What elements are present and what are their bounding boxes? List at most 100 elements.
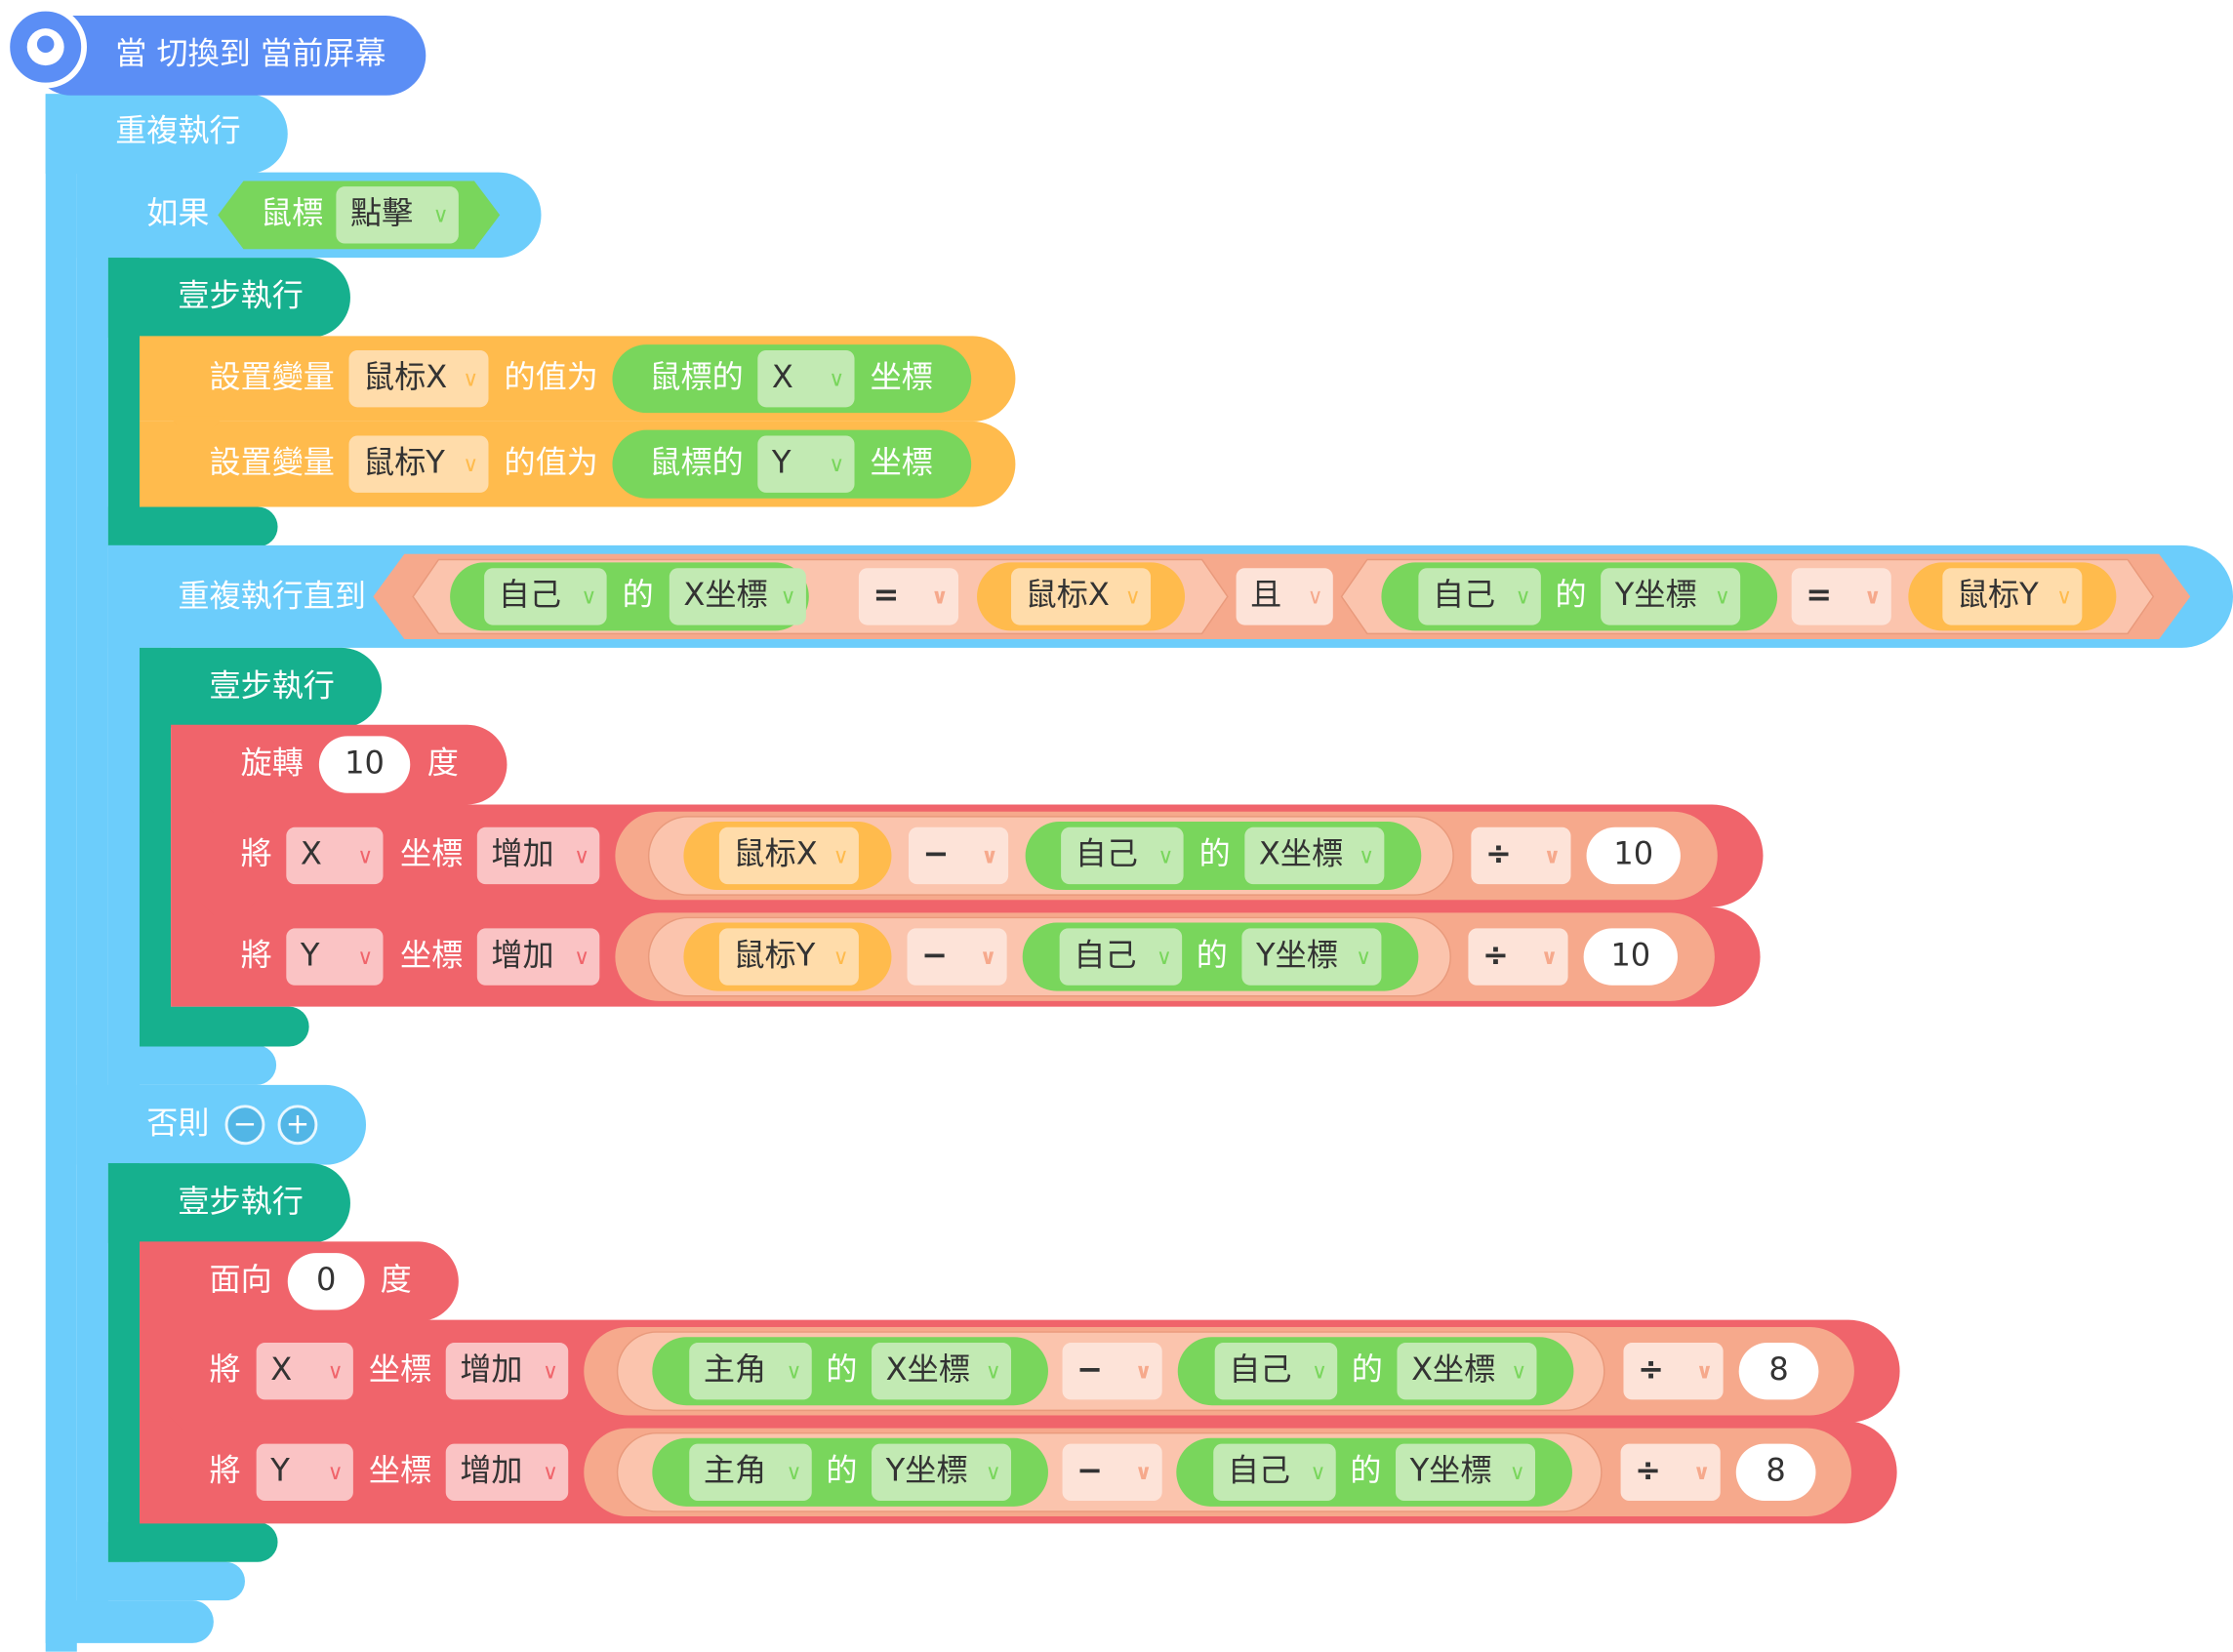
- operator-dropdown[interactable]: −∨: [1062, 1343, 1162, 1400]
- atomic2-top[interactable]: [140, 647, 383, 728]
- chevron-down-icon: ∨: [832, 842, 849, 869]
- variable-dropdown[interactable]: 鼠标X∨: [718, 826, 859, 885]
- operator-dropdown[interactable]: −∨: [908, 826, 1009, 885]
- axis-dropdown[interactable]: Y∨: [757, 435, 855, 493]
- target-dropdown[interactable]: 自己∨: [484, 568, 607, 625]
- axis-dropdown[interactable]: Y∨: [256, 1443, 353, 1501]
- atomic1-label: 壹步執行: [178, 279, 304, 315]
- if-c-arm: [76, 172, 108, 1602]
- degrees-input[interactable]: 10: [318, 736, 411, 793]
- chevron-down-icon: ∨: [542, 1358, 559, 1385]
- of-label: 的: [1350, 1453, 1382, 1490]
- mouse-event-value: 點擊: [349, 196, 414, 232]
- chevron-down-icon: ∨: [1692, 1459, 1711, 1485]
- operator-dropdown[interactable]: =∨: [858, 568, 959, 625]
- degrees-unit-label: 度: [380, 1263, 412, 1299]
- attribute-dropdown[interactable]: Y坐標∨: [1396, 1443, 1536, 1501]
- chevron-down-icon: ∨: [1509, 1459, 1525, 1485]
- hat-icon: [26, 28, 64, 66]
- change-mode-dropdown[interactable]: 增加∨: [445, 1343, 569, 1400]
- variable-dropdown[interactable]: 鼠标Y∨: [1942, 568, 2083, 625]
- atomic1-top[interactable]: [107, 258, 350, 338]
- repeat-until-bottom: [107, 1045, 277, 1085]
- chevron-down-icon: ∨: [1511, 1358, 1527, 1385]
- attribute-dropdown[interactable]: X坐標∨: [1397, 1343, 1537, 1400]
- change-label: 將: [240, 837, 272, 873]
- target-dropdown[interactable]: 主角∨: [689, 1343, 812, 1400]
- chevron-down-icon: ∨: [1356, 944, 1372, 970]
- chevron-down-icon: ∨: [985, 1358, 1001, 1385]
- degrees-unit-label: 度: [426, 745, 459, 783]
- forever-top[interactable]: [45, 94, 288, 175]
- chevron-down-icon: ∨: [786, 1459, 802, 1485]
- of-label: 的: [1555, 578, 1587, 614]
- variable-dropdown[interactable]: 鼠标Y∨: [348, 435, 489, 493]
- divisor-input[interactable]: 10: [1583, 928, 1678, 986]
- attribute-dropdown[interactable]: Y坐標∨: [1601, 568, 1741, 625]
- attribute-dropdown[interactable]: X坐標∨: [1244, 826, 1385, 885]
- axis-dropdown[interactable]: X∨: [757, 349, 855, 408]
- event-hat-block[interactable]: [31, 16, 426, 96]
- chevron-down-icon: ∨: [979, 944, 997, 970]
- attribute-dropdown[interactable]: Y坐標∨: [1241, 928, 1382, 986]
- else-remove-button[interactable]: −: [224, 1105, 265, 1146]
- chevron-down-icon: ∨: [1134, 1358, 1153, 1385]
- chevron-down-icon: ∨: [357, 842, 374, 869]
- else-label: 否則: [146, 1106, 210, 1143]
- attribute-dropdown[interactable]: X坐標∨: [872, 1343, 1012, 1400]
- attribute-dropdown[interactable]: Y坐標∨: [872, 1443, 1012, 1501]
- divisor-input[interactable]: 8: [1735, 1443, 1816, 1501]
- atomic3-top[interactable]: [107, 1163, 350, 1243]
- operator-dropdown[interactable]: ÷∨: [1471, 826, 1571, 885]
- direction-input[interactable]: 0: [287, 1253, 365, 1310]
- attribute-dropdown[interactable]: X坐標∨: [669, 568, 806, 625]
- target-dropdown[interactable]: 自己∨: [1213, 1443, 1336, 1501]
- target-dropdown[interactable]: 自己∨: [1061, 826, 1184, 885]
- logic-operator-dropdown[interactable]: 且∨: [1236, 568, 1333, 625]
- chevron-down-icon: ∨: [1540, 944, 1559, 970]
- divisor-input[interactable]: 8: [1738, 1343, 1819, 1400]
- chevron-down-icon: ∨: [463, 366, 479, 392]
- coordinate-label: 坐標: [368, 1352, 432, 1389]
- chevron-down-icon: ∨: [780, 584, 796, 610]
- else-header[interactable]: [76, 1084, 367, 1165]
- of-label: 的: [1351, 1352, 1383, 1389]
- target-dropdown[interactable]: 自己∨: [1418, 568, 1541, 625]
- axis-dropdown[interactable]: X∨: [286, 826, 384, 885]
- change-mode-dropdown[interactable]: 增加∨: [476, 826, 600, 885]
- chevron-down-icon: ∨: [1863, 584, 1882, 610]
- operator-dropdown[interactable]: =∨: [1791, 568, 1891, 625]
- operator-dropdown[interactable]: −∨: [907, 928, 1007, 986]
- chevron-down-icon: ∨: [1156, 944, 1172, 970]
- chevron-down-icon: ∨: [574, 944, 590, 970]
- variable-dropdown[interactable]: 鼠标Y∨: [718, 928, 859, 986]
- chevron-down-icon: ∨: [463, 451, 479, 477]
- change-mode-dropdown[interactable]: 增加∨: [476, 928, 600, 986]
- if-bottom: [76, 1561, 245, 1601]
- mouse-event-dropdown[interactable]: 點擊 ∨: [336, 186, 459, 244]
- operator-dropdown[interactable]: ÷∨: [1623, 1343, 1724, 1400]
- change-mode-dropdown[interactable]: 增加∨: [445, 1443, 569, 1501]
- target-dropdown[interactable]: 自己∨: [1059, 928, 1183, 986]
- axis-dropdown[interactable]: Y∨: [286, 928, 384, 986]
- chevron-down-icon: ∨: [1157, 842, 1174, 869]
- target-dropdown[interactable]: 自己∨: [1214, 1343, 1338, 1400]
- chevron-down-icon: ∨: [542, 1459, 559, 1485]
- of-label: 的: [622, 578, 654, 614]
- block-connector-notch: [199, 798, 257, 814]
- variable-dropdown[interactable]: 鼠标X∨: [348, 349, 489, 408]
- else-add-button[interactable]: +: [277, 1105, 318, 1146]
- of-label: 的: [1198, 837, 1231, 873]
- variable-dropdown[interactable]: 鼠标X∨: [1011, 568, 1152, 625]
- chevron-down-icon: ∨: [581, 584, 597, 610]
- chevron-down-icon: ∨: [574, 842, 590, 869]
- axis-dropdown[interactable]: X∨: [256, 1343, 353, 1400]
- operator-dropdown[interactable]: −∨: [1062, 1443, 1162, 1501]
- block-connector-notch: [168, 1313, 225, 1329]
- forever-label: 重複執行: [115, 113, 241, 150]
- target-dropdown[interactable]: 主角∨: [689, 1443, 812, 1501]
- operator-dropdown[interactable]: ÷∨: [1620, 1443, 1721, 1501]
- chevron-down-icon: ∨: [1307, 584, 1323, 610]
- operator-dropdown[interactable]: ÷∨: [1468, 928, 1568, 986]
- divisor-input[interactable]: 10: [1586, 826, 1681, 885]
